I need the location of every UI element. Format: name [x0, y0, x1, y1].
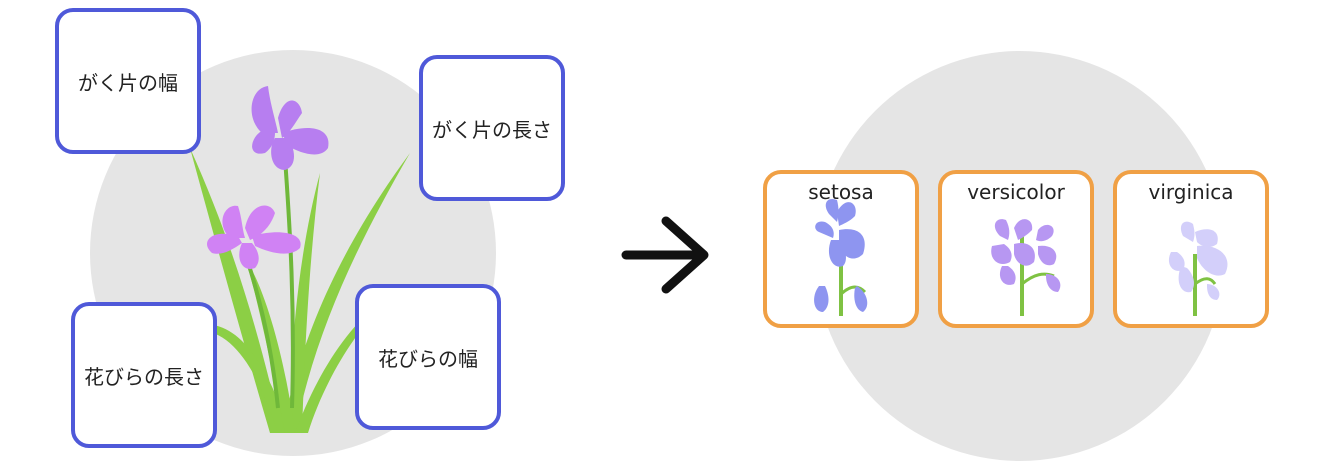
iris-lower-flower	[207, 205, 301, 269]
class-label-versicolor: versicolor	[967, 180, 1065, 204]
feature-petal-width: 花びらの幅	[355, 284, 501, 430]
feature-sepal-width-label: がく片の幅	[78, 70, 178, 95]
virginica-flower-icon	[1168, 221, 1228, 316]
class-label-virginica: virginica	[1148, 180, 1234, 204]
class-card-setosa: setosa	[763, 170, 919, 328]
feature-sepal-width: がく片の幅	[55, 8, 201, 154]
versicolor-flower-icon	[991, 219, 1061, 316]
feature-sepal-length: がく片の長さ	[419, 55, 565, 201]
iris-flower-icon	[170, 86, 410, 433]
feature-petal-length: 花びらの長さ	[71, 302, 217, 448]
class-card-virginica: virginica	[1113, 170, 1269, 328]
feature-sepal-length-label: がく片の長さ	[432, 117, 552, 142]
class-label-setosa: setosa	[808, 180, 874, 204]
feature-petal-width-label: 花びらの幅	[378, 346, 478, 371]
iris-upper-flower	[251, 86, 329, 170]
setosa-flower-icon	[814, 198, 868, 316]
right-arrow-icon	[621, 216, 709, 294]
class-card-versicolor: versicolor	[938, 170, 1094, 328]
feature-petal-length-label: 花びらの長さ	[84, 364, 204, 389]
